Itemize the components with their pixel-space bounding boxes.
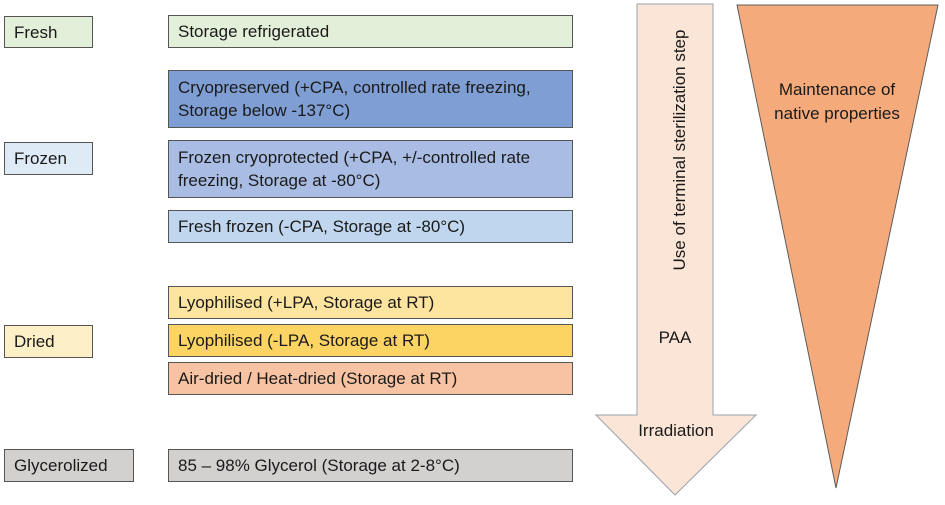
method-fresh-frozen: Fresh frozen (-CPA, Storage at -80°C) bbox=[168, 210, 573, 243]
method-lyophilised-plus: Lyophilised (+LPA, Storage at RT) bbox=[168, 286, 573, 319]
method-air-dried-label: Air-dried / Heat-dried (Storage at RT) bbox=[178, 369, 458, 388]
method-lyophilised-minus-label: Lyophilised (-LPA, Storage at RT) bbox=[178, 331, 430, 350]
category-frozen: Frozen bbox=[4, 142, 93, 175]
arrow-irradiation-label: Irradiation bbox=[638, 421, 714, 440]
category-dried: Dried bbox=[4, 325, 93, 358]
method-lyophilised-plus-label: Lyophilised (+LPA, Storage at RT) bbox=[178, 293, 435, 312]
method-lyophilised-minus: Lyophilised (-LPA, Storage at RT) bbox=[168, 324, 573, 357]
method-refrigerated: Storage refrigerated bbox=[168, 15, 573, 48]
triangle-label: Maintenance of native properties bbox=[774, 80, 900, 123]
category-fresh-label: Fresh bbox=[14, 22, 58, 42]
category-glycerolized-label: Glycerolized bbox=[14, 456, 108, 475]
native-properties-triangle bbox=[736, 4, 939, 489]
method-cryopreserved-label: Cryopreserved (+CPA, controlled rate fre… bbox=[178, 78, 531, 120]
method-air-dried: Air-dried / Heat-dried (Storage at RT) bbox=[168, 362, 573, 395]
method-frozen-cryoprotected: Frozen cryoprotected (+CPA, +/-controlle… bbox=[168, 140, 573, 198]
method-refrigerated-label: Storage refrigerated bbox=[178, 22, 330, 41]
method-fresh-frozen-label: Fresh frozen (-CPA, Storage at -80°C) bbox=[178, 217, 466, 236]
method-glycerol: 85 – 98% Glycerol (Storage at 2-8°C) bbox=[168, 449, 573, 482]
sterilization-arrow bbox=[594, 3, 758, 496]
category-fresh: Fresh bbox=[4, 16, 93, 48]
method-cryopreserved: Cryopreserved (+CPA, controlled rate fre… bbox=[168, 70, 573, 128]
method-frozen-cryoprotected-label: Frozen cryoprotected (+CPA, +/-controlle… bbox=[178, 148, 531, 190]
category-frozen-label: Frozen bbox=[14, 149, 67, 168]
arrow-paa-label: PAA bbox=[658, 328, 692, 347]
category-glycerolized: Glycerolized bbox=[4, 449, 134, 482]
method-glycerol-label: 85 – 98% Glycerol (Storage at 2-8°C) bbox=[178, 456, 460, 475]
arrow-label: Use of terminal sterilization step bbox=[670, 29, 689, 271]
category-dried-label: Dried bbox=[14, 332, 55, 351]
